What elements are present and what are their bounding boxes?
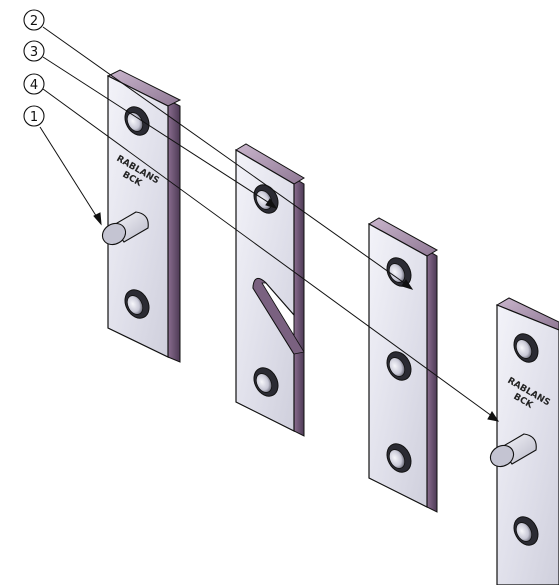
arrowhead-2 — [401, 279, 414, 290]
leader-3 — [42, 56, 275, 207]
leader-lines — [39, 26, 500, 422]
plate-1-hole-bottom — [124, 289, 150, 319]
plate-3-hole-middle — [386, 351, 412, 381]
arrowhead-4 — [487, 411, 500, 422]
plate-1: RABLANS BCK — [101, 69, 182, 363]
callout-4-label: 4 — [30, 78, 38, 93]
plate-3 — [367, 217, 439, 513]
leader-4 — [42, 88, 497, 420]
callout-2-label: 2 — [30, 14, 38, 29]
plate-4-hole-bottom — [513, 516, 539, 546]
callout-2: 2 — [23, 9, 45, 31]
callout-3: 3 — [23, 40, 45, 62]
arrowhead-1 — [93, 212, 102, 226]
callout-1: 1 — [23, 105, 45, 127]
plate-2 — [235, 143, 305, 437]
callout-4: 4 — [23, 73, 45, 95]
plate-3-hole-bottom — [386, 443, 412, 473]
plate-4: RABLANS BCK — [489, 297, 559, 585]
plate-4-hole-top — [513, 333, 539, 363]
arrowhead-3 — [265, 198, 278, 209]
plate-2-hole-bottom — [253, 367, 279, 397]
callout-1-label: 1 — [30, 110, 38, 125]
plate-4-pin — [489, 433, 537, 468]
callout-3-label: 3 — [30, 45, 38, 60]
leader-1 — [39, 126, 101, 223]
plate-3-hole-top — [386, 257, 412, 287]
plate-1-pin — [101, 211, 149, 246]
leader-2 — [42, 26, 411, 288]
